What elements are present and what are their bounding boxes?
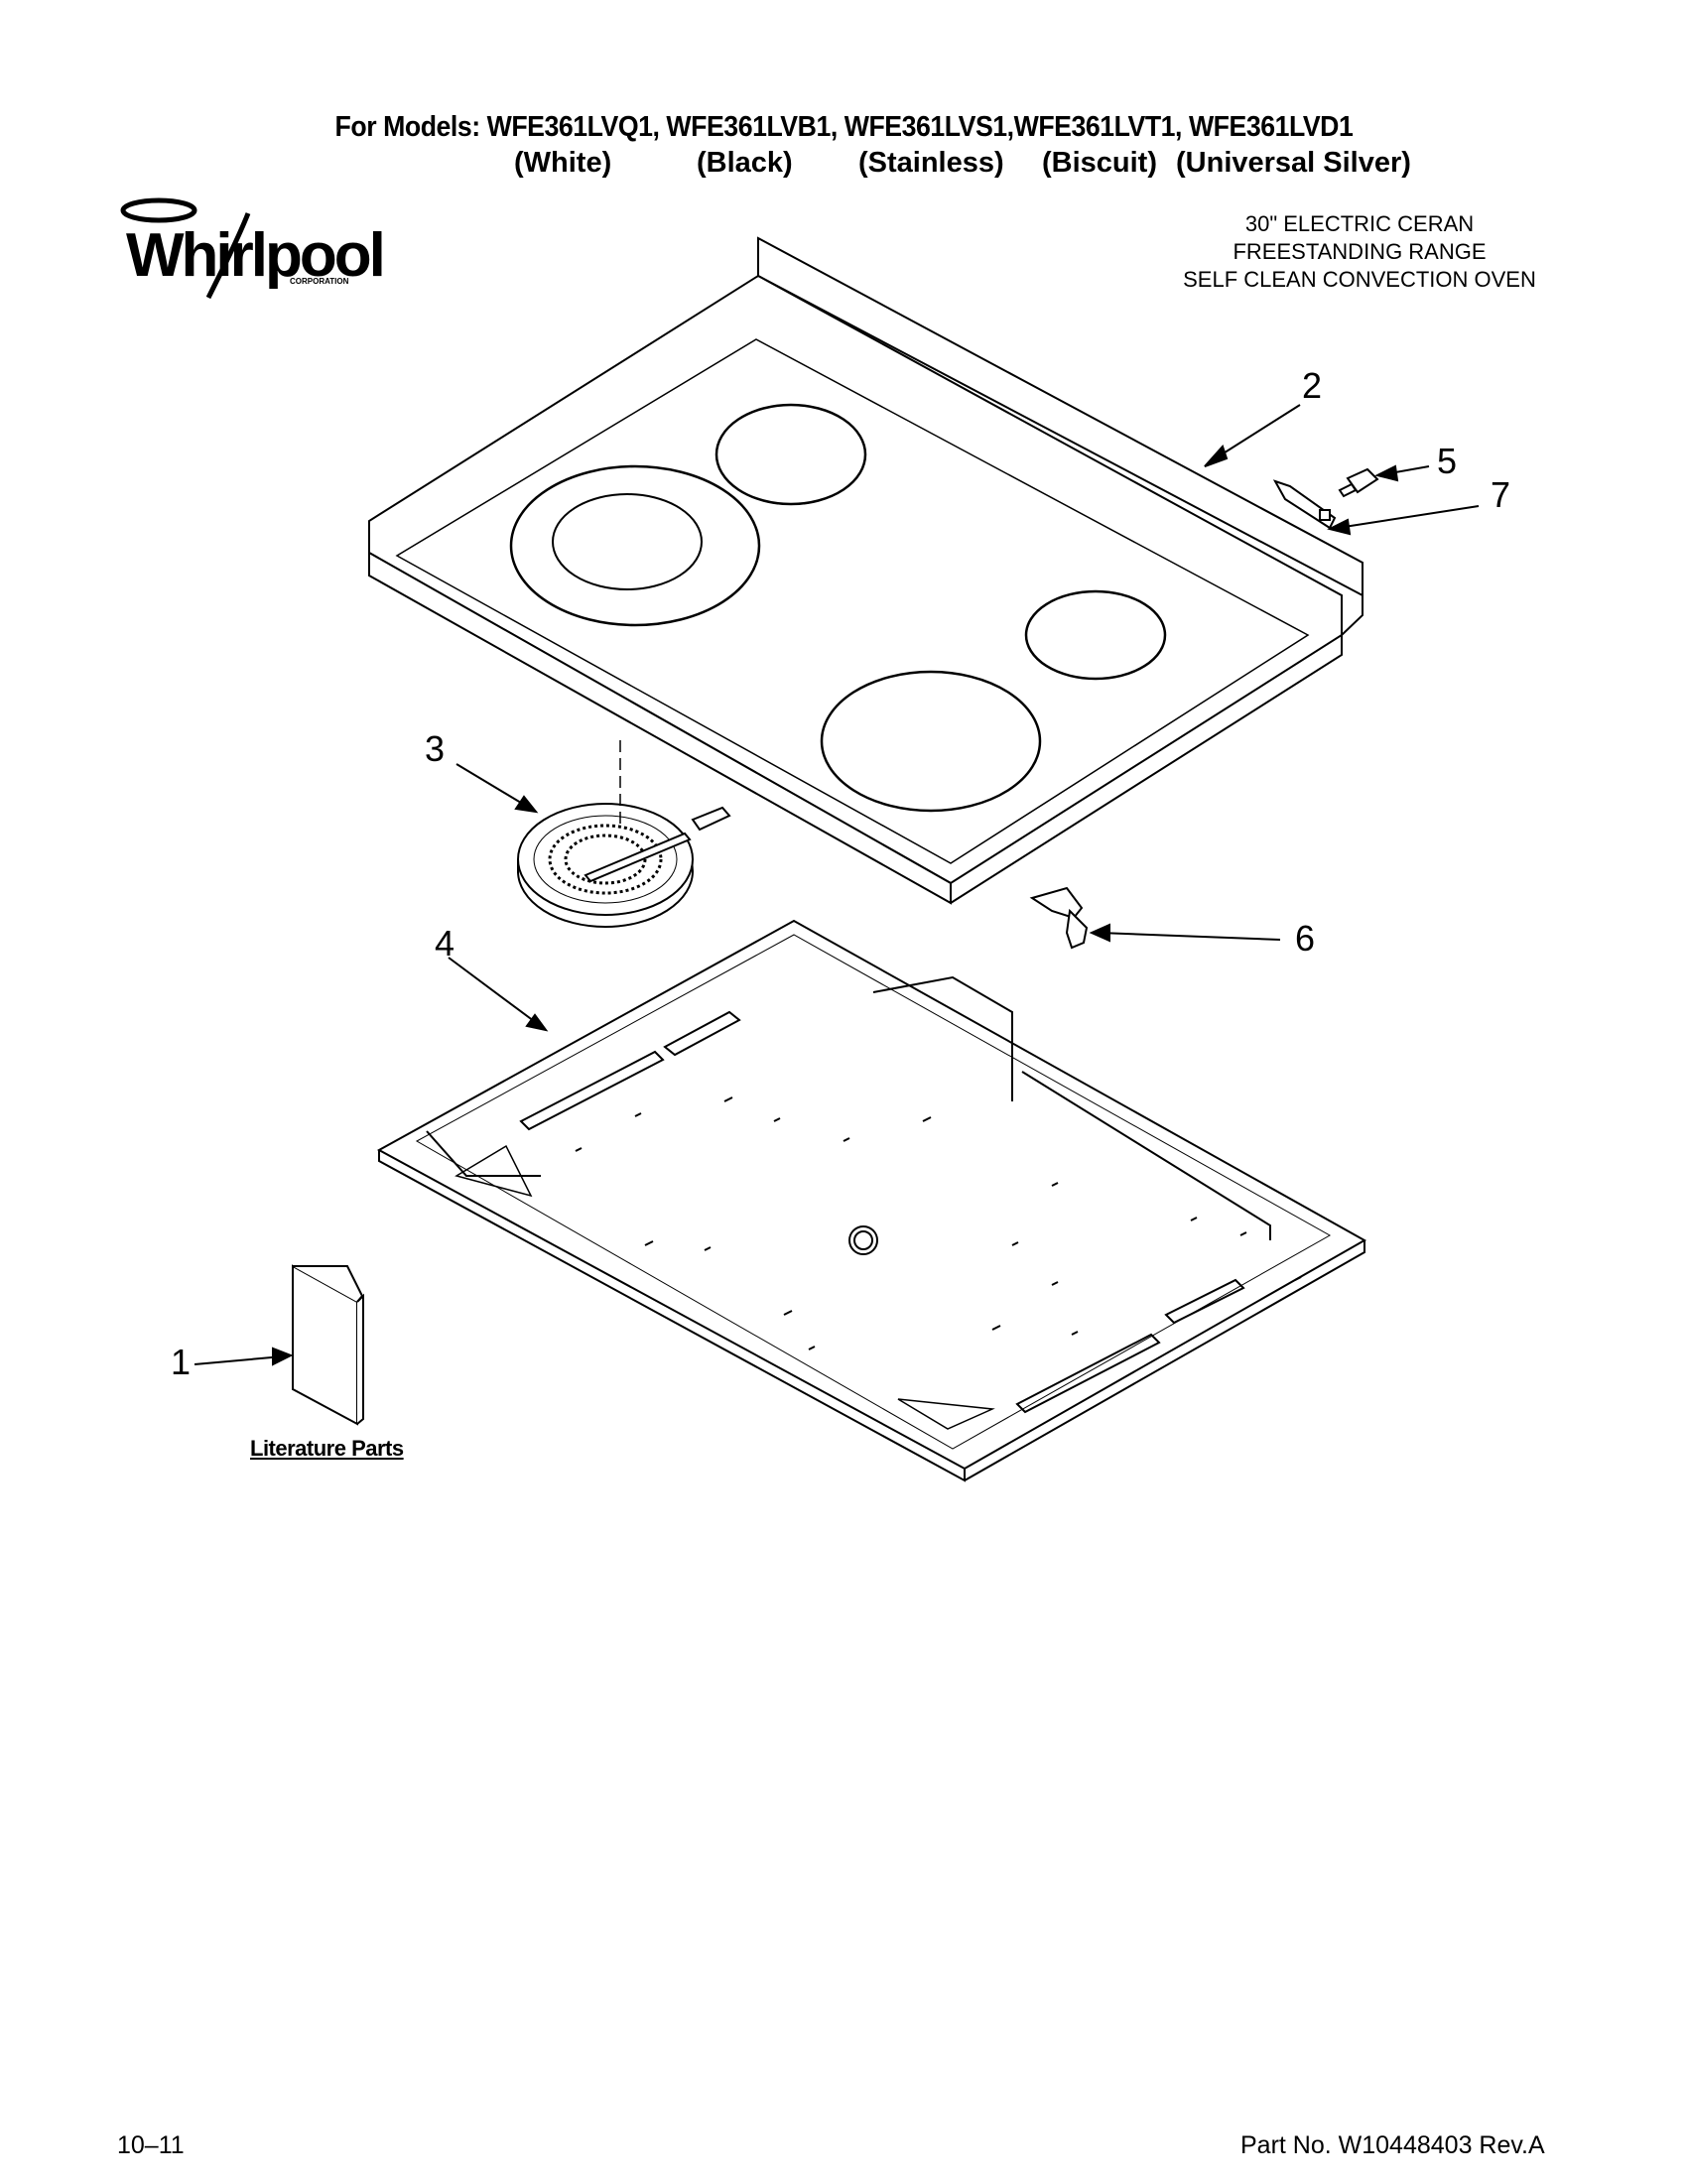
whirlpool-logo: Whirlpool CORPORATION xyxy=(120,197,386,300)
logo-wordmark: Whirlpool xyxy=(126,221,383,290)
radiant-element xyxy=(517,740,731,928)
callout-6: 6 xyxy=(1295,918,1316,959)
callout-2: 2 xyxy=(1302,365,1323,406)
color-white: (White) xyxy=(514,147,612,179)
leader-lines xyxy=(194,404,1480,1366)
models-heading: For Models: WFE361LVQ1, WFE361LVB1, WFE3… xyxy=(334,111,1354,143)
color-universal-silver: (Universal Silver) xyxy=(1176,147,1411,179)
clip-part xyxy=(1029,886,1089,950)
footer-part-number: Part No. W10448403 Rev.A xyxy=(1240,2131,1545,2159)
burner-box xyxy=(376,919,1367,1482)
description-line-1: 30" ELECTRIC CERAN xyxy=(1244,211,1475,236)
description-line-2: FREESTANDING RANGE xyxy=(1233,239,1487,264)
literature-parts-label: Literature Parts xyxy=(250,1436,404,1461)
callout-3: 3 xyxy=(425,728,446,769)
footer-date: 10–11 xyxy=(117,2131,185,2159)
logo-subtitle: CORPORATION xyxy=(290,277,349,286)
callout-5: 5 xyxy=(1437,441,1458,481)
callout-4: 4 xyxy=(435,923,455,964)
bracket-and-screw xyxy=(1272,467,1379,530)
callout-1: 1 xyxy=(171,1342,192,1382)
callout-7: 7 xyxy=(1491,474,1511,515)
product-description: 30" ELECTRIC CERAN FREESTANDING RANGE SE… xyxy=(1121,210,1598,294)
color-stainless: (Stainless) xyxy=(858,147,1004,179)
color-biscuit: (Biscuit) xyxy=(1042,147,1157,179)
color-black: (Black) xyxy=(697,147,793,179)
literature-book xyxy=(292,1264,364,1426)
description-line-3: SELF CLEAN CONVECTION OVEN xyxy=(1183,267,1536,292)
cooktop xyxy=(368,236,1363,905)
